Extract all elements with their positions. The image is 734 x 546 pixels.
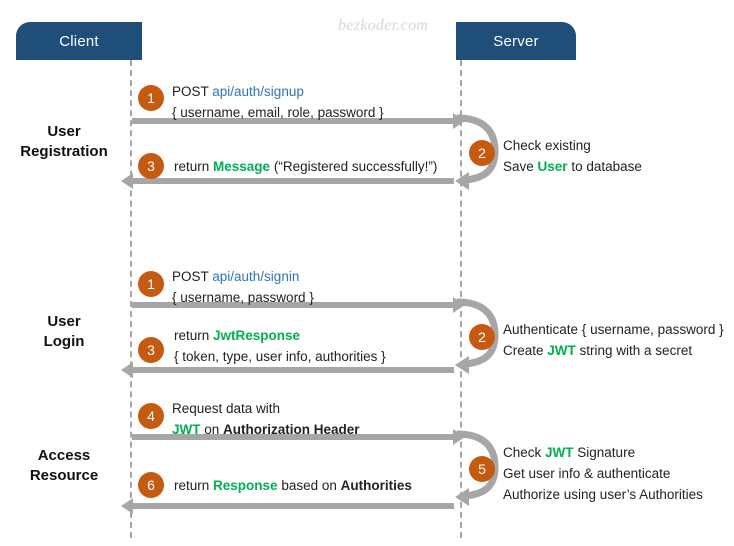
note-login-server: Authenticate { username, password } Crea… [503, 320, 724, 362]
note-access-line3: Authorize using user’s Authorities [503, 486, 703, 502]
loop-arrow-server-login [455, 296, 511, 374]
note-check-suffix: Signature [573, 445, 636, 460]
access-jwt-token: JWT [172, 421, 201, 437]
note-access-line2: Get user info & authenticate [503, 465, 671, 481]
note-save-prefix: Save [503, 158, 538, 174]
note-create-suffix: string with a secret [575, 342, 693, 358]
note-registration-server: Check existing Save User to database [503, 136, 642, 178]
message-signup-request: POST api/auth/signup { username, email, … [172, 82, 384, 124]
signup-method: POST [172, 84, 213, 99]
signin-response-prefix: return [174, 328, 214, 343]
signup-response-body: (“Registered successfully!”) [270, 159, 438, 174]
actor-label-server: Server [493, 32, 539, 50]
signin-response-type: JwtResponse [213, 328, 301, 343]
access-response-mid: based on [277, 478, 341, 493]
step-badge-2-check-save: 2 [469, 140, 495, 166]
note-registration-line1: Check existing [503, 138, 591, 153]
lifeline-client [130, 60, 132, 538]
phase-access-line1: Access [37, 447, 91, 464]
message-signup-request-line1: POST api/auth/signup [172, 82, 384, 103]
step-badge-5-check-jwt: 5 [469, 456, 495, 482]
note-registration-line2: Save User to database [503, 157, 642, 178]
arrow-access-response [121, 498, 454, 514]
watermark-bezkoder: bezkoder.com [338, 17, 429, 34]
message-signin-request: POST api/auth/signin { username, passwor… [172, 267, 314, 309]
step-badge-3-signin-response: 3 [138, 337, 164, 363]
step-badge-2-authenticate: 2 [469, 324, 495, 350]
signup-endpoint: api/auth/signup [212, 84, 304, 99]
message-signup-request-line2: { username, email, role, password } [172, 104, 384, 120]
note-login-line2: Create JWT string with a secret [503, 341, 724, 362]
message-signup-response: return Message (“Registered successfully… [174, 157, 437, 178]
step-badge-4-request-data: 4 [138, 403, 164, 429]
note-save-suffix: to database [567, 158, 642, 174]
message-signin-response: return JwtResponse { token, type, user i… [174, 326, 386, 368]
note-login-line1: Authenticate { username, password } [503, 322, 724, 337]
phase-login-line1: User [47, 313, 81, 330]
actor-label-client: Client [59, 32, 99, 50]
loop-arrow-server-access [455, 428, 511, 506]
phase-access-line2: Resource [29, 467, 99, 485]
message-access-request-line2: JWT on Authorization Header [172, 420, 360, 441]
step-badge-6-access-response: 6 [138, 472, 164, 498]
phase-label-user-login: User Login [0, 312, 128, 353]
note-access-line1: Check JWT Signature [503, 443, 703, 464]
arrow-signup-response [121, 173, 454, 189]
phase-registration-line2: Registration [20, 143, 108, 161]
signup-response-prefix: return [174, 159, 214, 174]
note-user-entity: User [537, 158, 568, 174]
message-access-response: return Response based on Authorities [174, 476, 412, 497]
signin-method: POST [172, 269, 213, 284]
signin-endpoint: api/auth/signin [212, 269, 300, 284]
phase-login-line2: Login [43, 333, 85, 351]
message-access-request: Request data with JWT on Authorization H… [172, 399, 360, 441]
step-badge-1-signup: 1 [138, 85, 164, 111]
message-signin-request-line2: { username, password } [172, 289, 314, 305]
access-response-authorities: Authorities [340, 478, 412, 493]
phase-label-user-registration: User Registration [0, 122, 128, 163]
phase-registration-line1: User [47, 123, 81, 140]
loop-arrow-server-registration [455, 112, 511, 190]
access-response-prefix: return [174, 478, 214, 493]
note-jwt-signature-token: JWT [545, 445, 574, 460]
note-jwt-token: JWT [547, 342, 576, 358]
step-badge-1-signin: 1 [138, 271, 164, 297]
note-create-prefix: Create [503, 342, 548, 358]
message-access-request-line1: Request data with [172, 401, 281, 416]
access-auth-header: Authorization Header [223, 421, 360, 437]
message-signin-response-line1: return JwtResponse [174, 326, 386, 347]
actor-header-client: Client [16, 22, 142, 60]
note-access-server: Check JWT Signature Get user info & auth… [503, 443, 703, 506]
message-signin-response-line2: { token, type, user info, authorities } [174, 348, 386, 364]
access-response-type: Response [213, 478, 278, 493]
access-on-text: on [200, 421, 224, 437]
step-badge-3-signup-response: 3 [138, 153, 164, 179]
arrow-signin-response [121, 362, 454, 378]
actor-header-server: Server [456, 22, 576, 60]
phase-label-access-resource: Access Resource [0, 446, 128, 487]
signup-response-type: Message [213, 159, 271, 174]
message-signin-request-line1: POST api/auth/signin [172, 267, 314, 288]
note-check-prefix: Check [503, 445, 546, 460]
